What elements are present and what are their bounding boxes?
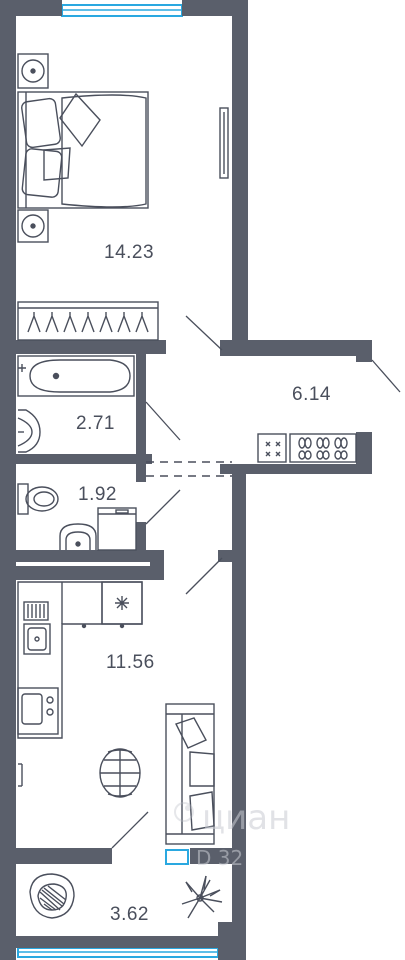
- bathroom-sink: [17, 409, 41, 453]
- bathroom-furniture: [17, 355, 135, 453]
- plant: [181, 875, 223, 919]
- wardrobe: [17, 301, 159, 341]
- tv-stand: [18, 763, 23, 787]
- bathtub: [17, 355, 135, 397]
- area-label-kitchen-living: 11.56: [106, 652, 155, 673]
- bedroom-furniture: [17, 53, 229, 341]
- kitchen-sink: [23, 623, 51, 655]
- watermark-logo: [174, 802, 194, 822]
- washbasin: [59, 523, 97, 550]
- stove: [17, 687, 59, 735]
- hallway-furniture: [257, 433, 357, 463]
- dishwasher: [23, 601, 49, 621]
- double-bed: [17, 91, 149, 209]
- walls: [0, 0, 372, 960]
- watermark-suffix: D 32: [196, 846, 244, 870]
- area-label-hallway: 6.14: [292, 384, 331, 405]
- armchair: [29, 873, 75, 919]
- toilet: [17, 483, 59, 515]
- windows: [17, 4, 219, 958]
- kitchen-furniture: [17, 581, 215, 845]
- door-handle-right: [219, 107, 229, 179]
- nightstand-top: [17, 53, 49, 89]
- dining-table: [99, 748, 141, 798]
- window-balcony: [165, 849, 189, 865]
- doors: [111, 315, 401, 849]
- balcony-furniture: [29, 873, 223, 919]
- area-label-toilet: 1.92: [78, 484, 117, 505]
- fridge: [101, 581, 143, 625]
- sofa: [165, 703, 215, 845]
- watermark-text: циан: [202, 798, 291, 838]
- area-label-bathroom: 2.71: [76, 413, 115, 434]
- nightstand-bottom: [17, 209, 49, 243]
- pouf: [257, 433, 287, 463]
- area-label-balcony: 3.62: [110, 904, 149, 925]
- washing-machine: [97, 507, 137, 551]
- shoe-rack: [289, 433, 357, 463]
- area-label-bedroom: 14.23: [104, 242, 155, 263]
- toilet-furniture: [17, 483, 137, 551]
